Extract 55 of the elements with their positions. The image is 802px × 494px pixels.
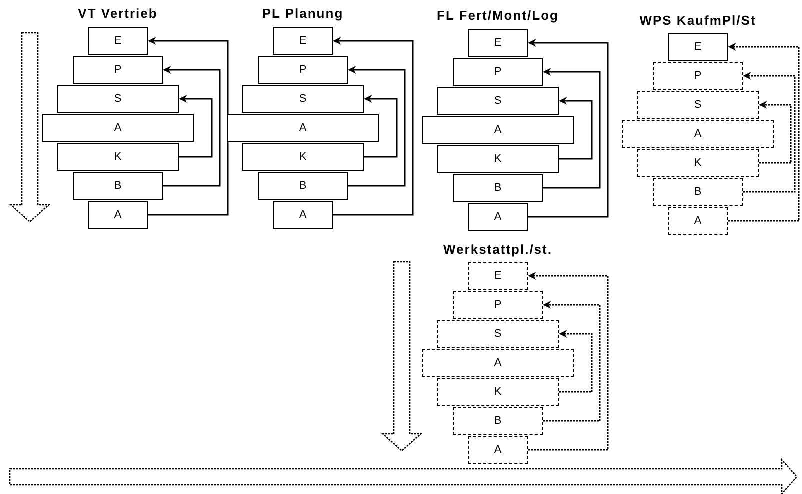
level-box: E (668, 33, 728, 61)
feedback-arrow (559, 97, 593, 160)
feedback-arrow (559, 330, 593, 393)
level-box: S (437, 87, 559, 115)
level-box: A (42, 114, 194, 142)
level-box: S (437, 320, 559, 348)
level-box: A (227, 114, 379, 142)
feedback-arrow (163, 66, 221, 187)
feedback-arrow (759, 101, 792, 164)
level-box: K (242, 143, 364, 171)
level-box: E (468, 29, 528, 57)
level-box: A (468, 436, 528, 464)
level-box: P (453, 58, 543, 86)
feedback-arrow (543, 301, 601, 422)
level-box: A (668, 207, 728, 235)
feedback-arrow (528, 39, 609, 218)
feedback-arrow (743, 72, 796, 193)
feedback-arrow (179, 95, 213, 158)
level-box: K (437, 378, 559, 406)
level-box: B (73, 172, 163, 200)
group-title: VT Vertrieb (78, 6, 158, 21)
level-box: B (453, 174, 543, 202)
level-box: P (258, 56, 348, 84)
feedback-arrow (528, 272, 609, 451)
feedback-arrow (333, 37, 414, 216)
level-box: K (637, 149, 759, 177)
level-box: A (88, 201, 148, 229)
level-box: E (88, 27, 148, 55)
level-box: A (273, 201, 333, 229)
level-box: B (258, 172, 348, 200)
level-box: S (57, 85, 179, 113)
feedback-arrow (543, 68, 601, 189)
level-box: E (273, 27, 333, 55)
level-box: K (437, 145, 559, 173)
level-box: S (242, 85, 364, 113)
level-box: A (622, 120, 774, 148)
level-box: A (422, 349, 574, 377)
level-box: K (57, 143, 179, 171)
feedback-arrow (364, 95, 398, 158)
level-box: S (637, 91, 759, 119)
feedback-arrow (728, 43, 800, 222)
level-box: B (453, 407, 543, 435)
group-title: FL Fert/Mont/Log (437, 8, 559, 23)
level-box: E (468, 262, 528, 290)
level-box: A (422, 116, 574, 144)
feedback-arrow (348, 66, 406, 187)
level-box: P (453, 291, 543, 319)
group-title: Werkstattpl./st. (444, 242, 552, 257)
feedback-arrow (148, 37, 229, 216)
level-box: A (468, 203, 528, 231)
level-box: P (653, 62, 743, 90)
group-title: WPS KaufmPl/St (640, 13, 756, 28)
level-box: P (73, 56, 163, 84)
group-title: PL Planung (262, 6, 344, 21)
level-box: B (653, 178, 743, 206)
